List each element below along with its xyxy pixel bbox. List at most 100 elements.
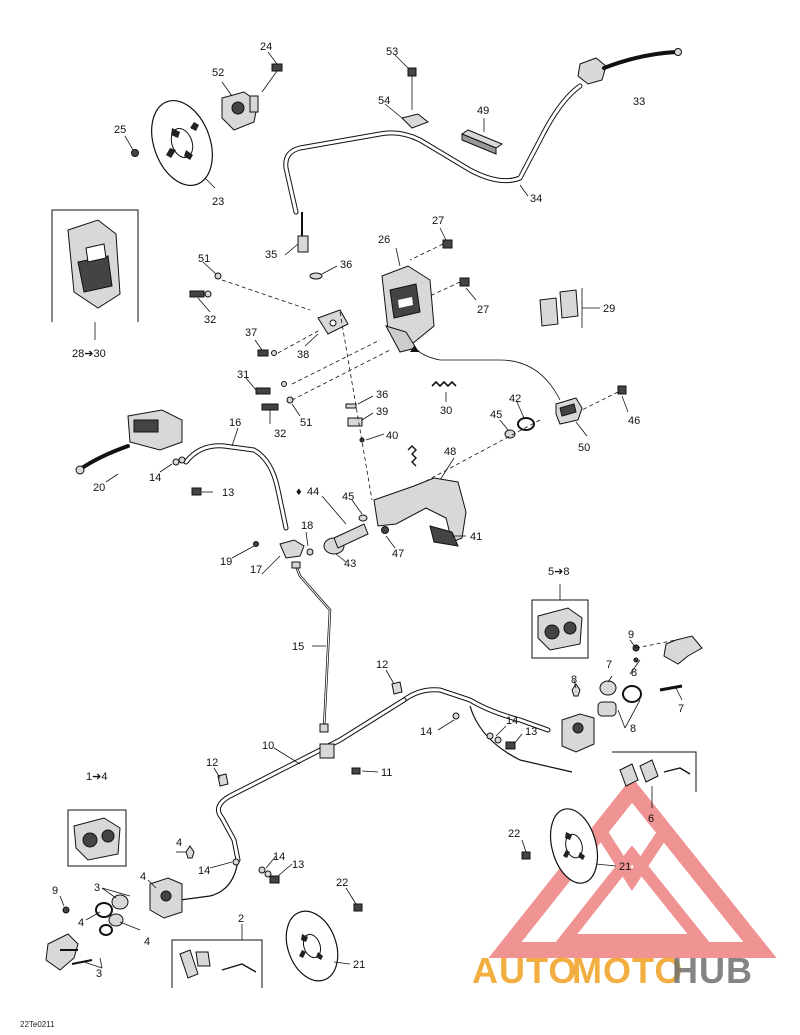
callout-36-mid: 36 <box>376 389 388 401</box>
callout-19: 19 <box>220 556 232 568</box>
washer-36-top <box>309 272 323 280</box>
clamp-12-bottom <box>217 773 229 787</box>
brake-line-10 <box>179 687 573 901</box>
lever-33 <box>577 48 682 85</box>
pin-39 <box>347 417 363 427</box>
bolt-11 <box>351 767 361 775</box>
diagram-code: 22Te0211 <box>20 1020 55 1029</box>
callout-51-mid: 51 <box>300 417 312 429</box>
callout-5-8: 5➔8 <box>548 566 569 578</box>
callout-52: 52 <box>212 67 224 79</box>
bolt-22-right <box>521 851 531 860</box>
callout-31: 31 <box>237 369 249 381</box>
callout-14-right-a: 14 <box>420 726 432 738</box>
caliper-left-seals <box>45 894 129 971</box>
callout-44: ♦ <box>296 486 302 498</box>
fitting-35 <box>297 212 309 253</box>
callout-15: 15 <box>292 641 304 653</box>
callout-45-right: 45 <box>490 409 502 421</box>
nut-9-left <box>62 906 70 914</box>
callout-44-number: 44 <box>307 486 319 498</box>
caliper-26 <box>381 265 435 353</box>
callout-35: 35 <box>265 249 277 261</box>
callout-24: 24 <box>260 41 272 53</box>
fittings-left <box>232 858 280 884</box>
callout-42: 42 <box>509 393 521 405</box>
inset-caliper-1-4 <box>67 809 127 867</box>
washer-51-top <box>214 272 222 280</box>
callout-34: 34 <box>530 193 542 205</box>
callout-22-left: 22 <box>336 877 348 889</box>
bracket-38 <box>317 309 349 335</box>
cable-34 <box>283 83 583 215</box>
callout-26: 26 <box>378 234 390 246</box>
callout-48: 48 <box>444 446 456 458</box>
callout-14-right-b: 14 <box>506 715 518 727</box>
washer-45-left <box>358 514 368 522</box>
washer-45-right <box>504 429 516 439</box>
junction-17 <box>253 539 314 559</box>
callout-30: 30 <box>440 405 452 417</box>
callout-10: 10 <box>262 740 274 752</box>
bolt-24 <box>261 63 283 93</box>
inset-caliper-28-30 <box>51 209 139 322</box>
spring-30 <box>431 380 457 388</box>
callout-9-right: 9 <box>628 629 634 641</box>
hub-52 <box>221 91 259 131</box>
bolt-27-right <box>429 277 470 297</box>
callout-36-top: 36 <box>340 259 352 271</box>
bolt-13-mc <box>191 487 202 496</box>
callout-18: 18 <box>301 520 313 532</box>
callout-9-left: 9 <box>52 885 58 897</box>
callout-13-right: 13 <box>525 726 537 738</box>
watermark-text-auto: AUTO <box>472 950 577 991</box>
callout-3-left-b: 3 <box>96 968 102 980</box>
callout-32-top: 32 <box>204 314 216 326</box>
bleeder-4-left <box>185 845 195 859</box>
callout-43: 43 <box>344 558 356 570</box>
callout-8-right-c: 8 <box>571 674 577 686</box>
watermark-text-moto: MOTO <box>572 950 683 991</box>
callout-25: 25 <box>114 124 126 136</box>
callout-23: 23 <box>212 196 224 208</box>
brake-line-15 <box>291 561 332 733</box>
callout-27-top: 27 <box>432 215 444 227</box>
bolt-27-top <box>409 239 453 261</box>
tee-10 <box>319 743 335 759</box>
callout-22-right: 22 <box>508 828 520 840</box>
nut-25 <box>131 149 139 157</box>
callout-33: 33 <box>633 96 645 108</box>
fittings-right <box>452 712 516 750</box>
callout-6: 6 <box>648 813 654 825</box>
caliper-right-seals <box>597 635 703 717</box>
bolt-32-mid <box>261 403 279 411</box>
callout-8-right-a: 8 <box>631 667 637 679</box>
bolt-32-top <box>189 290 212 298</box>
pads-29 <box>539 288 600 328</box>
callout-8-right-b: 8 <box>630 723 636 735</box>
clamp-12-top <box>391 681 403 695</box>
callout-54: 54 <box>378 95 390 107</box>
bolt-37 <box>257 349 277 357</box>
clip-36-mid <box>345 403 357 409</box>
watermark-text-hub: HUB <box>672 950 753 991</box>
callout-4-left-b: 4 <box>144 936 150 948</box>
grip-49 <box>460 129 504 155</box>
callout-28-30: 28➔30 <box>72 348 106 360</box>
callout-13-left: 13 <box>292 859 304 871</box>
callout-47: 47 <box>392 548 404 560</box>
callout-20: 20 <box>93 482 105 494</box>
bolt-22-left <box>353 903 363 912</box>
callout-13-mc: 13 <box>222 487 234 499</box>
ring-42 <box>517 417 535 431</box>
callout-1-4: 1➔4 <box>86 771 107 783</box>
inset-pads-6 <box>612 751 697 792</box>
callout-37: 37 <box>245 327 257 339</box>
washer-14-mc <box>172 456 186 466</box>
callout-38: 38 <box>297 349 309 361</box>
callout-3-left-a: 3 <box>94 882 100 894</box>
brake-disc-23 <box>151 99 213 187</box>
callout-49: 49 <box>477 105 489 117</box>
bolt-46 <box>581 385 627 411</box>
